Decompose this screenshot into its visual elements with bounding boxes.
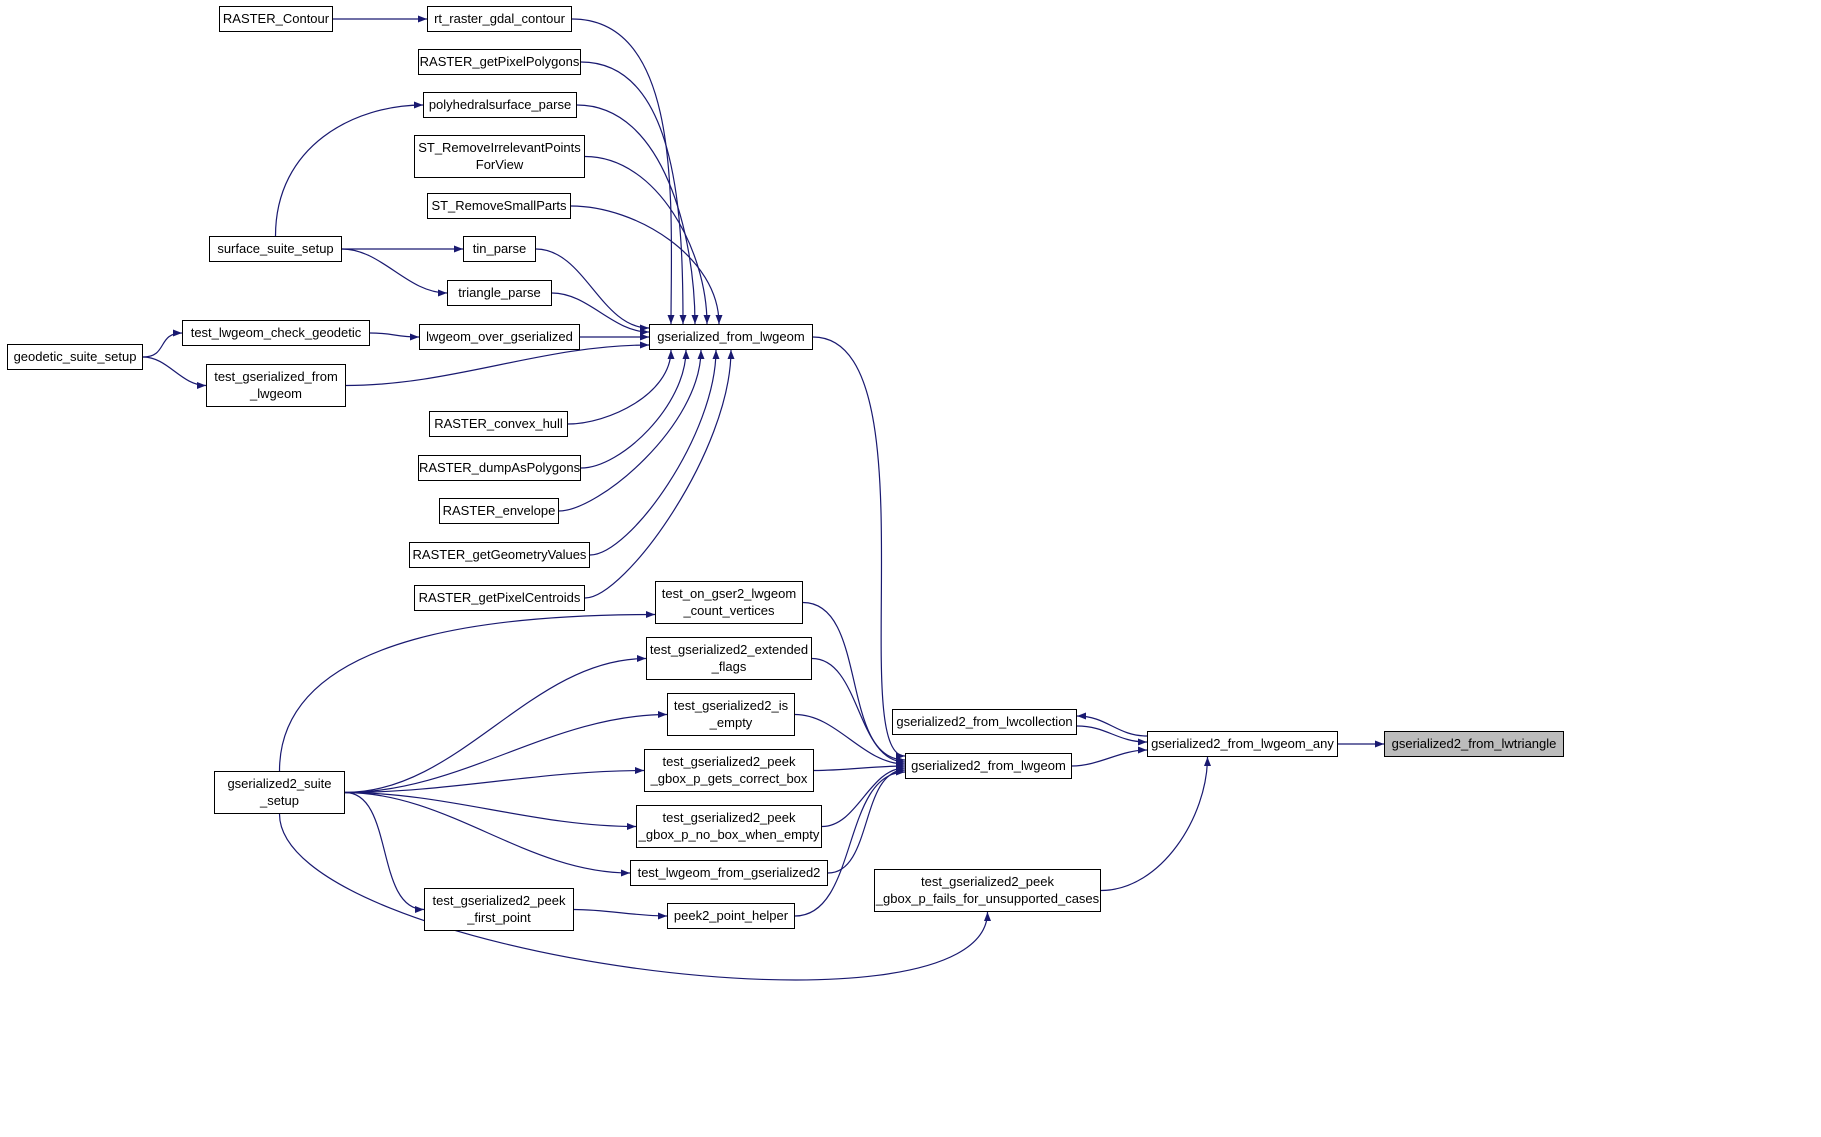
edge-gserialized2_from_lwcollection-to-gserialized2_from_lwgeom_any [1076,725,1148,746]
node-gserialized2_from_lwtriangle: gserialized2_from_lwtriangle [1384,731,1564,757]
edge-raster_getpixelpolygons-to-gserialized_from_lwgeom [580,61,687,325]
edge-test_gserialized_from_lwgeom-to-gserialized_from_lwgeom [345,341,650,387]
node-surface_suite_setup[interactable]: surface_suite_setup [209,236,342,262]
node-test_gserialized2_peek_first_point[interactable]: test_gserialized2_peek _first_point [424,888,574,931]
node-test_gserialized2_peek_gbox_p_no_box_when_empty[interactable]: test_gserialized2_peek _gbox_p_no_box_wh… [636,805,822,848]
edge-gserialized2_from_lwgeom-to-gserialized2_from_lwgeom_any [1071,746,1148,767]
edge-polyhedralsurface_parse-to-gserialized_from_lwgeom [576,104,699,325]
node-peek2_point_helper[interactable]: peek2_point_helper [667,903,795,929]
node-test_gserialized2_peek_gbox_p_gets_correct_box[interactable]: test_gserialized2_peek _gbox_p_gets_corr… [644,749,814,792]
edge-tin_parse-to-gserialized_from_lwgeom [535,248,650,332]
node-raster_dumpaspolygons[interactable]: RASTER_dumpAsPolygons [418,455,581,481]
edge-raster_getpixelcentroids-to-gserialized_from_lwgeom [584,349,735,599]
edge-raster_envelope-to-gserialized_from_lwgeom [558,349,705,512]
node-tin_parse[interactable]: tin_parse [463,236,536,262]
node-gserialized2_from_lwcollection[interactable]: gserialized2_from_lwcollection [892,709,1077,735]
node-test_gserialized2_extended_flags[interactable]: test_gserialized2_extended _flags [646,637,812,680]
node-gserialized_from_lwgeom[interactable]: gserialized_from_lwgeom [649,324,813,350]
node-gserialized2_suite_setup[interactable]: gserialized2_suite _setup [214,771,345,814]
node-raster_getpixelpolygons[interactable]: RASTER_getPixelPolygons [418,49,581,75]
node-test_gserialized_from_lwgeom[interactable]: test_gserialized_from _lwgeom [206,364,346,407]
edge-gserialized_from_lwgeom-to-gserialized2_from_lwgeom [812,336,906,760]
node-rt_raster_gdal_contour[interactable]: rt_raster_gdal_contour [427,6,572,32]
edge-test_gserialized2_peek_first_point-to-peek2_point_helper [573,908,668,920]
node-lwgeom_over_gserialized[interactable]: lwgeom_over_gserialized [419,324,580,350]
edge-test_on_gser2_lwgeom_count_vertices-to-gserialized2_from_lwgeom [802,601,906,764]
node-geodetic_suite_setup[interactable]: geodetic_suite_setup [7,344,143,370]
node-test_gserialized2_is_empty[interactable]: test_gserialized2_is _empty [667,693,795,736]
edge-gserialized2_suite_setup-to-test_gserialized2_peek_gbox_p_gets_correct_box [344,767,645,794]
node-raster_contour[interactable]: RASTER_Contour [219,6,333,32]
edge-gserialized2_suite_setup-to-test_lwgeom_from_gserialized2 [344,791,631,877]
node-st_removeirrelevantpoints_forview[interactable]: ST_RemoveIrrelevantPoints ForView [414,135,585,178]
edge-gserialized2_from_lwgeom_any-to-gserialized2_from_lwcollection [1076,712,1148,737]
edge-geodetic_suite_setup-to-test_gserialized_from_lwgeom [142,356,207,389]
edge-st_removeirrelevantpoints_forview-to-gserialized_from_lwgeom [584,155,711,325]
node-test_gserialized2_peek_gbox_p_fails_for_unsupported_cases[interactable]: test_gserialized2_peek _gbox_p_fails_for… [874,869,1101,912]
node-gserialized2_from_lwgeom_any[interactable]: gserialized2_from_lwgeom_any [1147,731,1338,757]
edge-test_gserialized2_peek_gbox_p_no_box_when_empty-to-gserialized2_from_lwgeom [821,764,906,828]
node-test_lwgeom_from_gserialized2[interactable]: test_lwgeom_from_gserialized2 [630,860,828,886]
edge-gserialized2_suite_setup-to-test_gserialized2_peek_first_point [344,791,425,913]
edge-surface_suite_setup-to-polyhedralsurface_parse [274,101,424,237]
node-raster_envelope[interactable]: RASTER_envelope [439,498,559,524]
edge-rt_raster_gdal_contour-to-gserialized_from_lwgeom [571,18,675,325]
edge-test_gserialized2_peek_gbox_p_gets_correct_box-to-gserialized2_from_lwgeom [813,762,906,772]
edge-geodetic_suite_setup-to-test_lwgeom_check_geodetic [142,329,183,358]
node-gserialized2_from_lwgeom[interactable]: gserialized2_from_lwgeom [905,753,1072,779]
node-test_on_gser2_lwgeom_count_vertices[interactable]: test_on_gser2_lwgeom _count_vertices [655,581,803,624]
edge-test_gserialized2_peek_gbox_p_fails_for_unsupported_cases-to-gserialized2_from_lwgeom_any [1100,756,1211,892]
edge-surface_suite_setup-to-triangle_parse [341,248,448,297]
node-raster_getgeometryvalues[interactable]: RASTER_getGeometryValues [409,542,590,568]
node-triangle_parse[interactable]: triangle_parse [447,280,552,306]
edge-gserialized2_suite_setup-to-test_on_gser2_lwgeom_count_vertices [278,611,656,772]
node-st_removesmallparts[interactable]: ST_RemoveSmallParts [427,193,571,219]
edge-raster_dumpaspolygons-to-gserialized_from_lwgeom [580,349,690,469]
edge-test_lwgeom_from_gserialized2-to-gserialized2_from_lwgeom [827,766,906,874]
edge-raster_convex_hull-to-gserialized_from_lwgeom [567,349,675,425]
edge-gserialized2_suite_setup-to-test_gserialized2_is_empty [344,711,668,794]
node-test_lwgeom_check_geodetic[interactable]: test_lwgeom_check_geodetic [182,320,370,346]
edge-gserialized2_suite_setup-to-test_gserialized2_extended_flags [344,655,647,794]
edge-st_removesmallparts-to-gserialized_from_lwgeom [570,205,723,325]
node-raster_convex_hull[interactable]: RASTER_convex_hull [429,411,568,437]
edge-raster_getgeometryvalues-to-gserialized_from_lwgeom [589,349,720,556]
node-polyhedralsurface_parse[interactable]: polyhedralsurface_parse [423,92,577,118]
edge-test_lwgeom_check_geodetic-to-lwgeom_over_gserialized [369,332,420,341]
node-raster_getpixelcentroids[interactable]: RASTER_getPixelCentroids [414,585,585,611]
edge-gserialized2_suite_setup-to-test_gserialized2_peek_gbox_p_no_box_when_empty [344,791,637,830]
